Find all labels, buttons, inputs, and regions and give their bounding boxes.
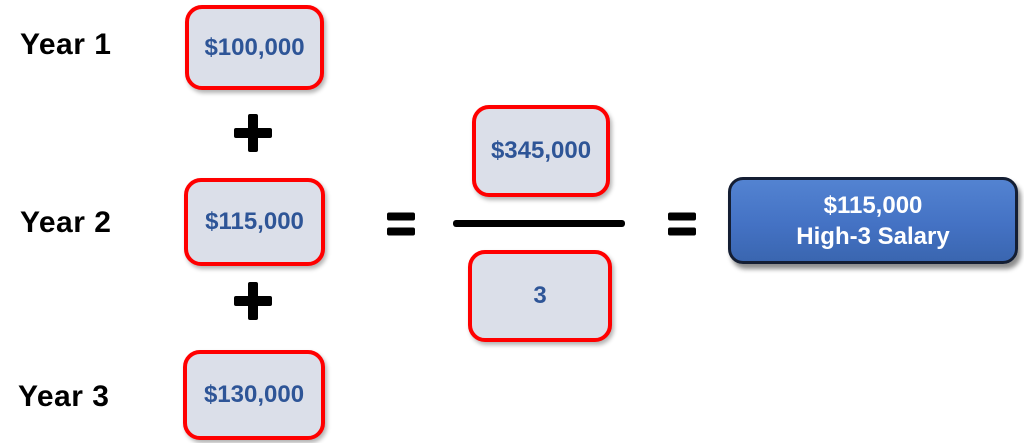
year-2-label: Year 2	[20, 206, 112, 239]
year-3-label: Year 3	[18, 380, 110, 413]
high3-result-box: $115,000 High-3 Salary	[728, 177, 1018, 264]
equals-icon	[668, 212, 696, 236]
year-3-value: $130,000	[203, 381, 305, 408]
year-1-value: $100,000	[204, 33, 305, 61]
year-2-value-box: $115,000	[184, 178, 325, 266]
fraction-numerator-box: $345,000	[472, 105, 610, 197]
fraction-numerator-value: $345,000	[490, 137, 592, 164]
division-bar	[453, 220, 625, 227]
year-1-label: Year 1	[20, 28, 112, 61]
year-3-value-box: $130,000	[183, 350, 325, 440]
plus-icon	[234, 282, 272, 320]
result-amount: $115,000	[823, 191, 923, 219]
equals-icon	[387, 212, 415, 236]
plus-icon	[234, 114, 272, 152]
year-1-value-box: $100,000	[185, 5, 324, 90]
result-caption: High-3 Salary	[796, 222, 950, 250]
fraction-denominator-value: 3	[533, 282, 547, 309]
fraction-denominator-box: 3	[468, 250, 612, 342]
year-2-value: $115,000	[205, 208, 304, 235]
